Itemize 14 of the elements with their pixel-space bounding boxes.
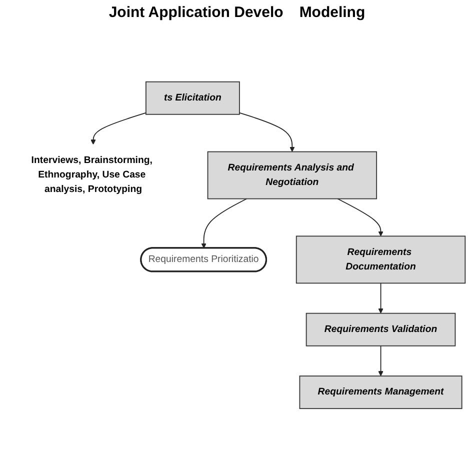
technique-label: Modeling — [299, 4, 366, 21]
node-box: Requirements Validation — [306, 313, 456, 347]
node-box: Requirements Management — [299, 376, 462, 410]
arrow — [337, 198, 384, 237]
node-text: Interviews, Brainstorming, Ethnography, Use Case analysis, Prototyping — [31, 156, 152, 195]
node-box: ts Elicitation — [145, 82, 240, 116]
arrow — [239, 112, 295, 152]
arrow — [378, 283, 384, 314]
arrow — [201, 198, 248, 249]
node-box: Requirements Documentation — [296, 236, 466, 284]
technique-label: Joint Application Develo — [108, 4, 284, 21]
node-box: Requirements Analysis and Negotiation — [207, 152, 378, 200]
arrow — [378, 346, 384, 377]
arrow — [90, 112, 146, 146]
